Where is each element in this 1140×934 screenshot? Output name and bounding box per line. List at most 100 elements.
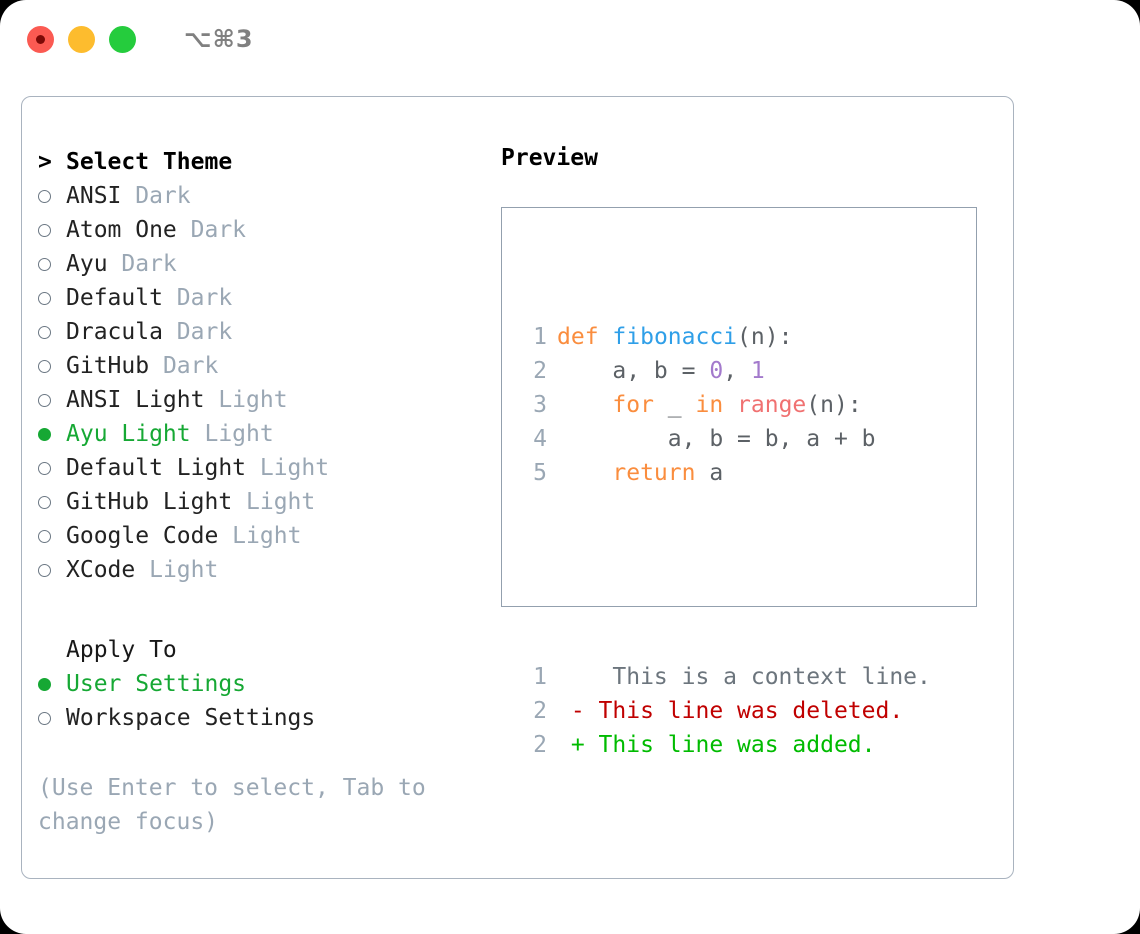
radio-unselected-icon[interactable] [38, 248, 66, 282]
code-token-pl [599, 324, 613, 350]
theme-option-github-light[interactable]: GitHub Light Light [38, 485, 488, 519]
radio-unselected-icon[interactable] [38, 702, 66, 736]
radio-bullet [38, 530, 51, 543]
theme-option-variant-tag: Dark [121, 183, 191, 209]
theme-option-variant-tag: Dark [162, 285, 233, 311]
code-token-pl: (n): [806, 392, 862, 418]
code-token-pl: a, b = b, a + b [557, 426, 876, 452]
theme-option-label: GitHub Light [66, 489, 233, 515]
theme-option-label: Default [66, 285, 163, 311]
radio-selected-icon[interactable] [38, 418, 66, 452]
radio-unselected-icon[interactable] [38, 384, 66, 418]
code-token-pl: (n): [737, 324, 793, 350]
code-token-pl: a, b = [557, 358, 710, 384]
code-token-pl: , [723, 358, 751, 384]
radio-bullet [38, 190, 51, 203]
code-token-fn: fibonacci [612, 324, 738, 350]
theme-option-variant-tag: Light [246, 455, 330, 481]
radio-unselected-icon[interactable] [38, 350, 66, 384]
radio-bullet [38, 360, 51, 373]
diff-line-number: 1 [533, 664, 547, 690]
theme-option-label: Dracula [66, 319, 163, 345]
theme-option-variant-tag: Light [135, 557, 219, 583]
theme-option-google-code[interactable]: Google Code Light [38, 519, 488, 553]
theme-option-label: Ayu [66, 251, 108, 277]
theme-option-label: XCode [66, 557, 136, 583]
code-token-kw: def [557, 324, 599, 350]
radio-unselected-icon[interactable] [38, 316, 66, 350]
code-line-text: a, b = b, a + b [557, 422, 876, 456]
diff-sample: 1 This is a context line.2 - This line w… [519, 660, 931, 762]
theme-option-ayu-light[interactable]: Ayu Light Light [38, 417, 488, 451]
code-token-kw: in [695, 392, 724, 418]
radio-unselected-icon[interactable] [38, 486, 66, 520]
radio-unselected-icon[interactable] [38, 554, 66, 588]
theme-option-xcode[interactable]: XCode Light [38, 553, 488, 587]
code-line-text: return a [557, 456, 723, 490]
prompt-caret-icon: > [38, 149, 52, 175]
apply-to-option-user-settings[interactable]: User Settings [38, 667, 488, 701]
theme-option-atom-one[interactable]: Atom One Dark [38, 213, 488, 247]
code-line-text: a, b = 0, 1 [557, 354, 765, 388]
radio-unselected-icon[interactable] [38, 520, 66, 554]
radio-bullet [38, 292, 51, 305]
theme-option-variant-tag: Light [204, 387, 288, 413]
diff-line-text-ctx: This is a context line. [557, 664, 931, 690]
radio-unselected-icon[interactable] [38, 214, 66, 248]
theme-option-variant-tag: Dark [176, 217, 247, 243]
theme-option-label: GitHub [66, 353, 150, 379]
theme-option-default-light[interactable]: Default Light Light [38, 451, 488, 485]
radio-bullet [38, 462, 51, 475]
radio-bullet [38, 224, 51, 237]
diff-line: 2 - This line was deleted. [519, 694, 931, 728]
theme-option-variant-tag: Light [218, 523, 302, 549]
code-line-number: 4 [533, 426, 547, 452]
theme-option-ansi-light[interactable]: ANSI Light Light [38, 383, 488, 417]
code-line: 4 a, b = b, a + b [519, 422, 931, 456]
keyboard-hint-text: (Use Enter to select, Tab to change focu… [38, 775, 426, 835]
theme-option-github[interactable]: GitHub Dark [38, 349, 488, 383]
select-theme-title: Select Theme [66, 149, 233, 175]
apply-to-option-label: User Settings [66, 671, 247, 697]
code-line-number: 1 [533, 324, 547, 350]
diff-line: 1 This is a context line. [519, 660, 931, 694]
radio-unselected-icon[interactable] [38, 180, 66, 214]
code-token-kw: for [612, 392, 654, 418]
theme-option-label: ANSI [66, 183, 122, 209]
radio-unselected-icon[interactable] [38, 452, 66, 486]
theme-option-default[interactable]: Default Dark [38, 281, 488, 315]
radio-unselected-icon[interactable] [38, 282, 66, 316]
code-token-num: 0 [709, 358, 724, 384]
apply-to-header: Apply To [38, 633, 488, 667]
window-titlebar: ⌥⌘3 [0, 0, 1140, 78]
code-line-number: 2 [533, 358, 547, 384]
maximize-button-icon[interactable] [109, 25, 136, 53]
theme-option-variant-tag: Light [190, 421, 274, 447]
code-token-bi: range [737, 392, 807, 418]
radio-bullet [38, 258, 51, 271]
theme-option-variant-tag: Dark [107, 251, 177, 277]
code-token-num: 1 [750, 358, 765, 384]
theme-option-ansi[interactable]: ANSI Dark [38, 179, 488, 213]
theme-option-ayu[interactable]: Ayu Dark [38, 247, 488, 281]
minimize-button-icon[interactable] [68, 25, 95, 53]
apply-to-option-workspace-settings[interactable]: Workspace Settings [38, 701, 488, 735]
diff-line-text-del: - This line was deleted. [557, 698, 904, 724]
radio-bullet [38, 712, 51, 725]
code-line-number: 3 [533, 392, 547, 418]
theme-option-dracula[interactable]: Dracula Dark [38, 315, 488, 349]
theme-option-label: Default Light [66, 455, 247, 481]
radio-selected-icon[interactable] [38, 668, 66, 702]
code-token-pl: _ [653, 392, 696, 418]
close-button-icon[interactable] [27, 25, 54, 53]
code-line: 3 for _ in range(n): [519, 388, 931, 422]
traffic-light-buttons [27, 25, 136, 53]
apply-to-title: Apply To [66, 637, 177, 663]
